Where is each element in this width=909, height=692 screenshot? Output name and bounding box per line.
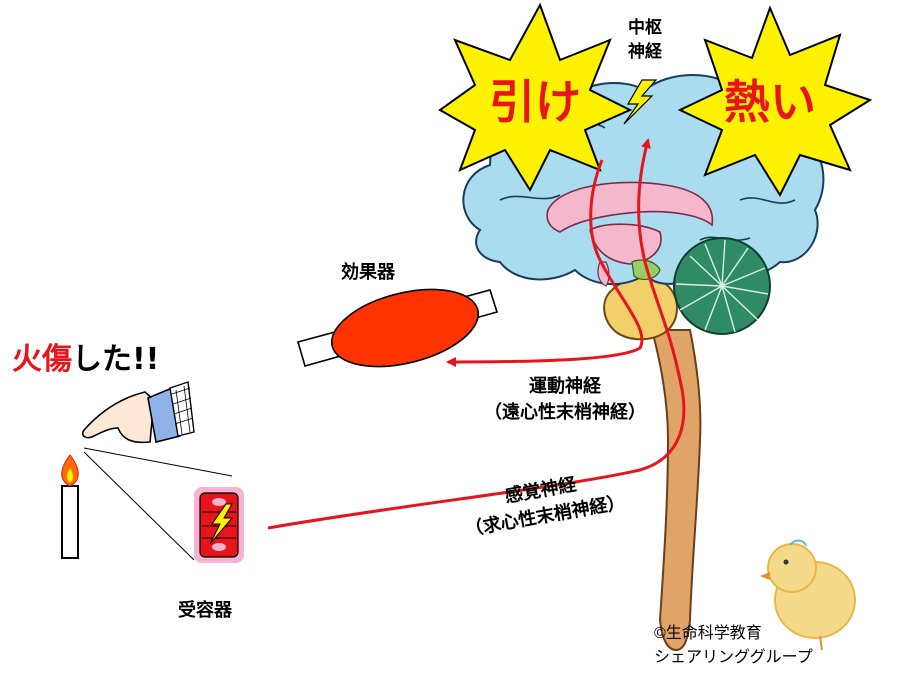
motor-nerve-label: 運動神経 （遠心性末梢神経） — [455, 374, 675, 426]
burn-label: 火傷した!! — [12, 334, 159, 378]
pull-text: 引け — [489, 75, 581, 129]
starburst-pull — [438, 2, 633, 193]
sensory-nerve-path — [267, 138, 686, 530]
spinal-cord — [650, 329, 702, 652]
motor-nerve-title: 運動神経 — [529, 376, 601, 397]
chick-icon — [760, 539, 856, 651]
receptor-lightning-icon — [209, 503, 234, 545]
starburst-hot — [677, 5, 873, 198]
corpus-callosum — [546, 181, 714, 233]
motor-nerve-path — [446, 159, 644, 367]
receptor — [194, 487, 244, 563]
lightning-icon — [623, 79, 658, 125]
copyright-line-1: ©生命科学教育 — [654, 625, 762, 642]
burn-label-suffix: した!! — [72, 342, 160, 377]
zoom-line-top — [83, 447, 233, 477]
central-nerve-label: 中枢 神経 — [628, 18, 662, 62]
copyright: ©生命科学教育 シェアリンググループ — [654, 622, 813, 670]
zoom-line-bottom — [83, 451, 195, 561]
copyright-line-2: シェアリンググループ — [654, 649, 813, 666]
cerebellum — [673, 237, 771, 335]
pointing-hand-icon — [81, 381, 195, 444]
effector-muscle — [297, 288, 499, 368]
burn-label-prefix: 火傷 — [12, 342, 72, 377]
effector-label: 効果器 — [341, 262, 395, 283]
receptor-label: 受容器 — [178, 600, 232, 621]
pituitary — [597, 261, 610, 287]
hot-text: 熱い — [724, 75, 816, 129]
motor-nerve-subtitle: （遠心性末梢神経） — [484, 402, 646, 423]
candle — [61, 478, 79, 559]
